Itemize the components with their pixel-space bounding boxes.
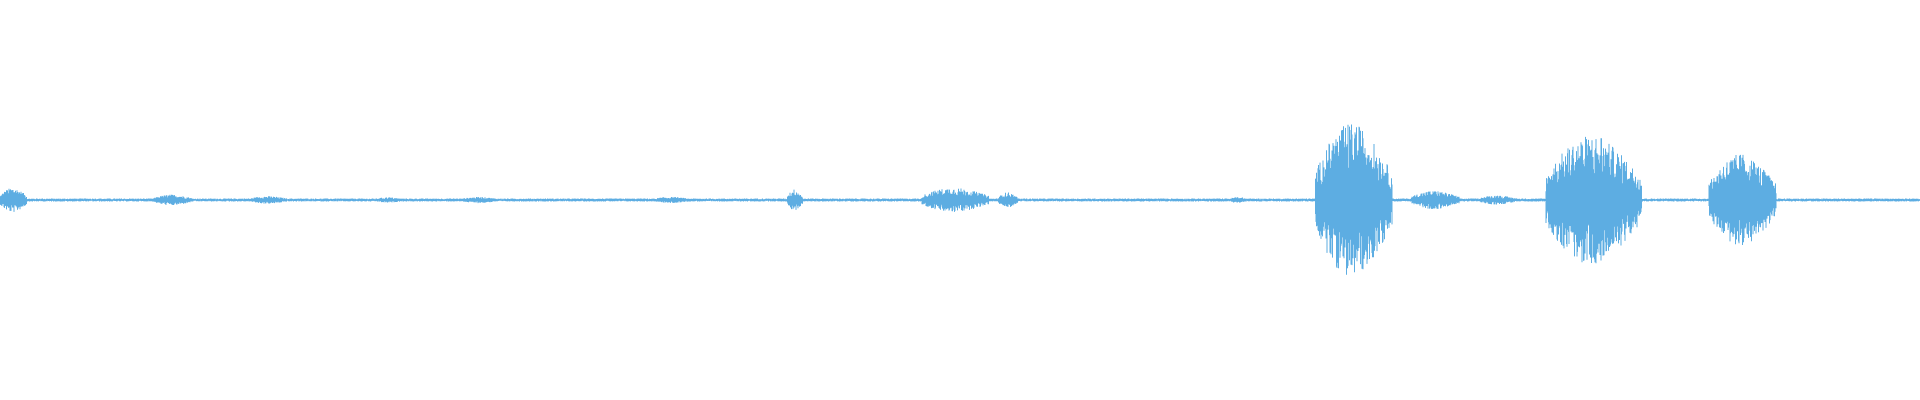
- waveform-trace: [0, 124, 1920, 275]
